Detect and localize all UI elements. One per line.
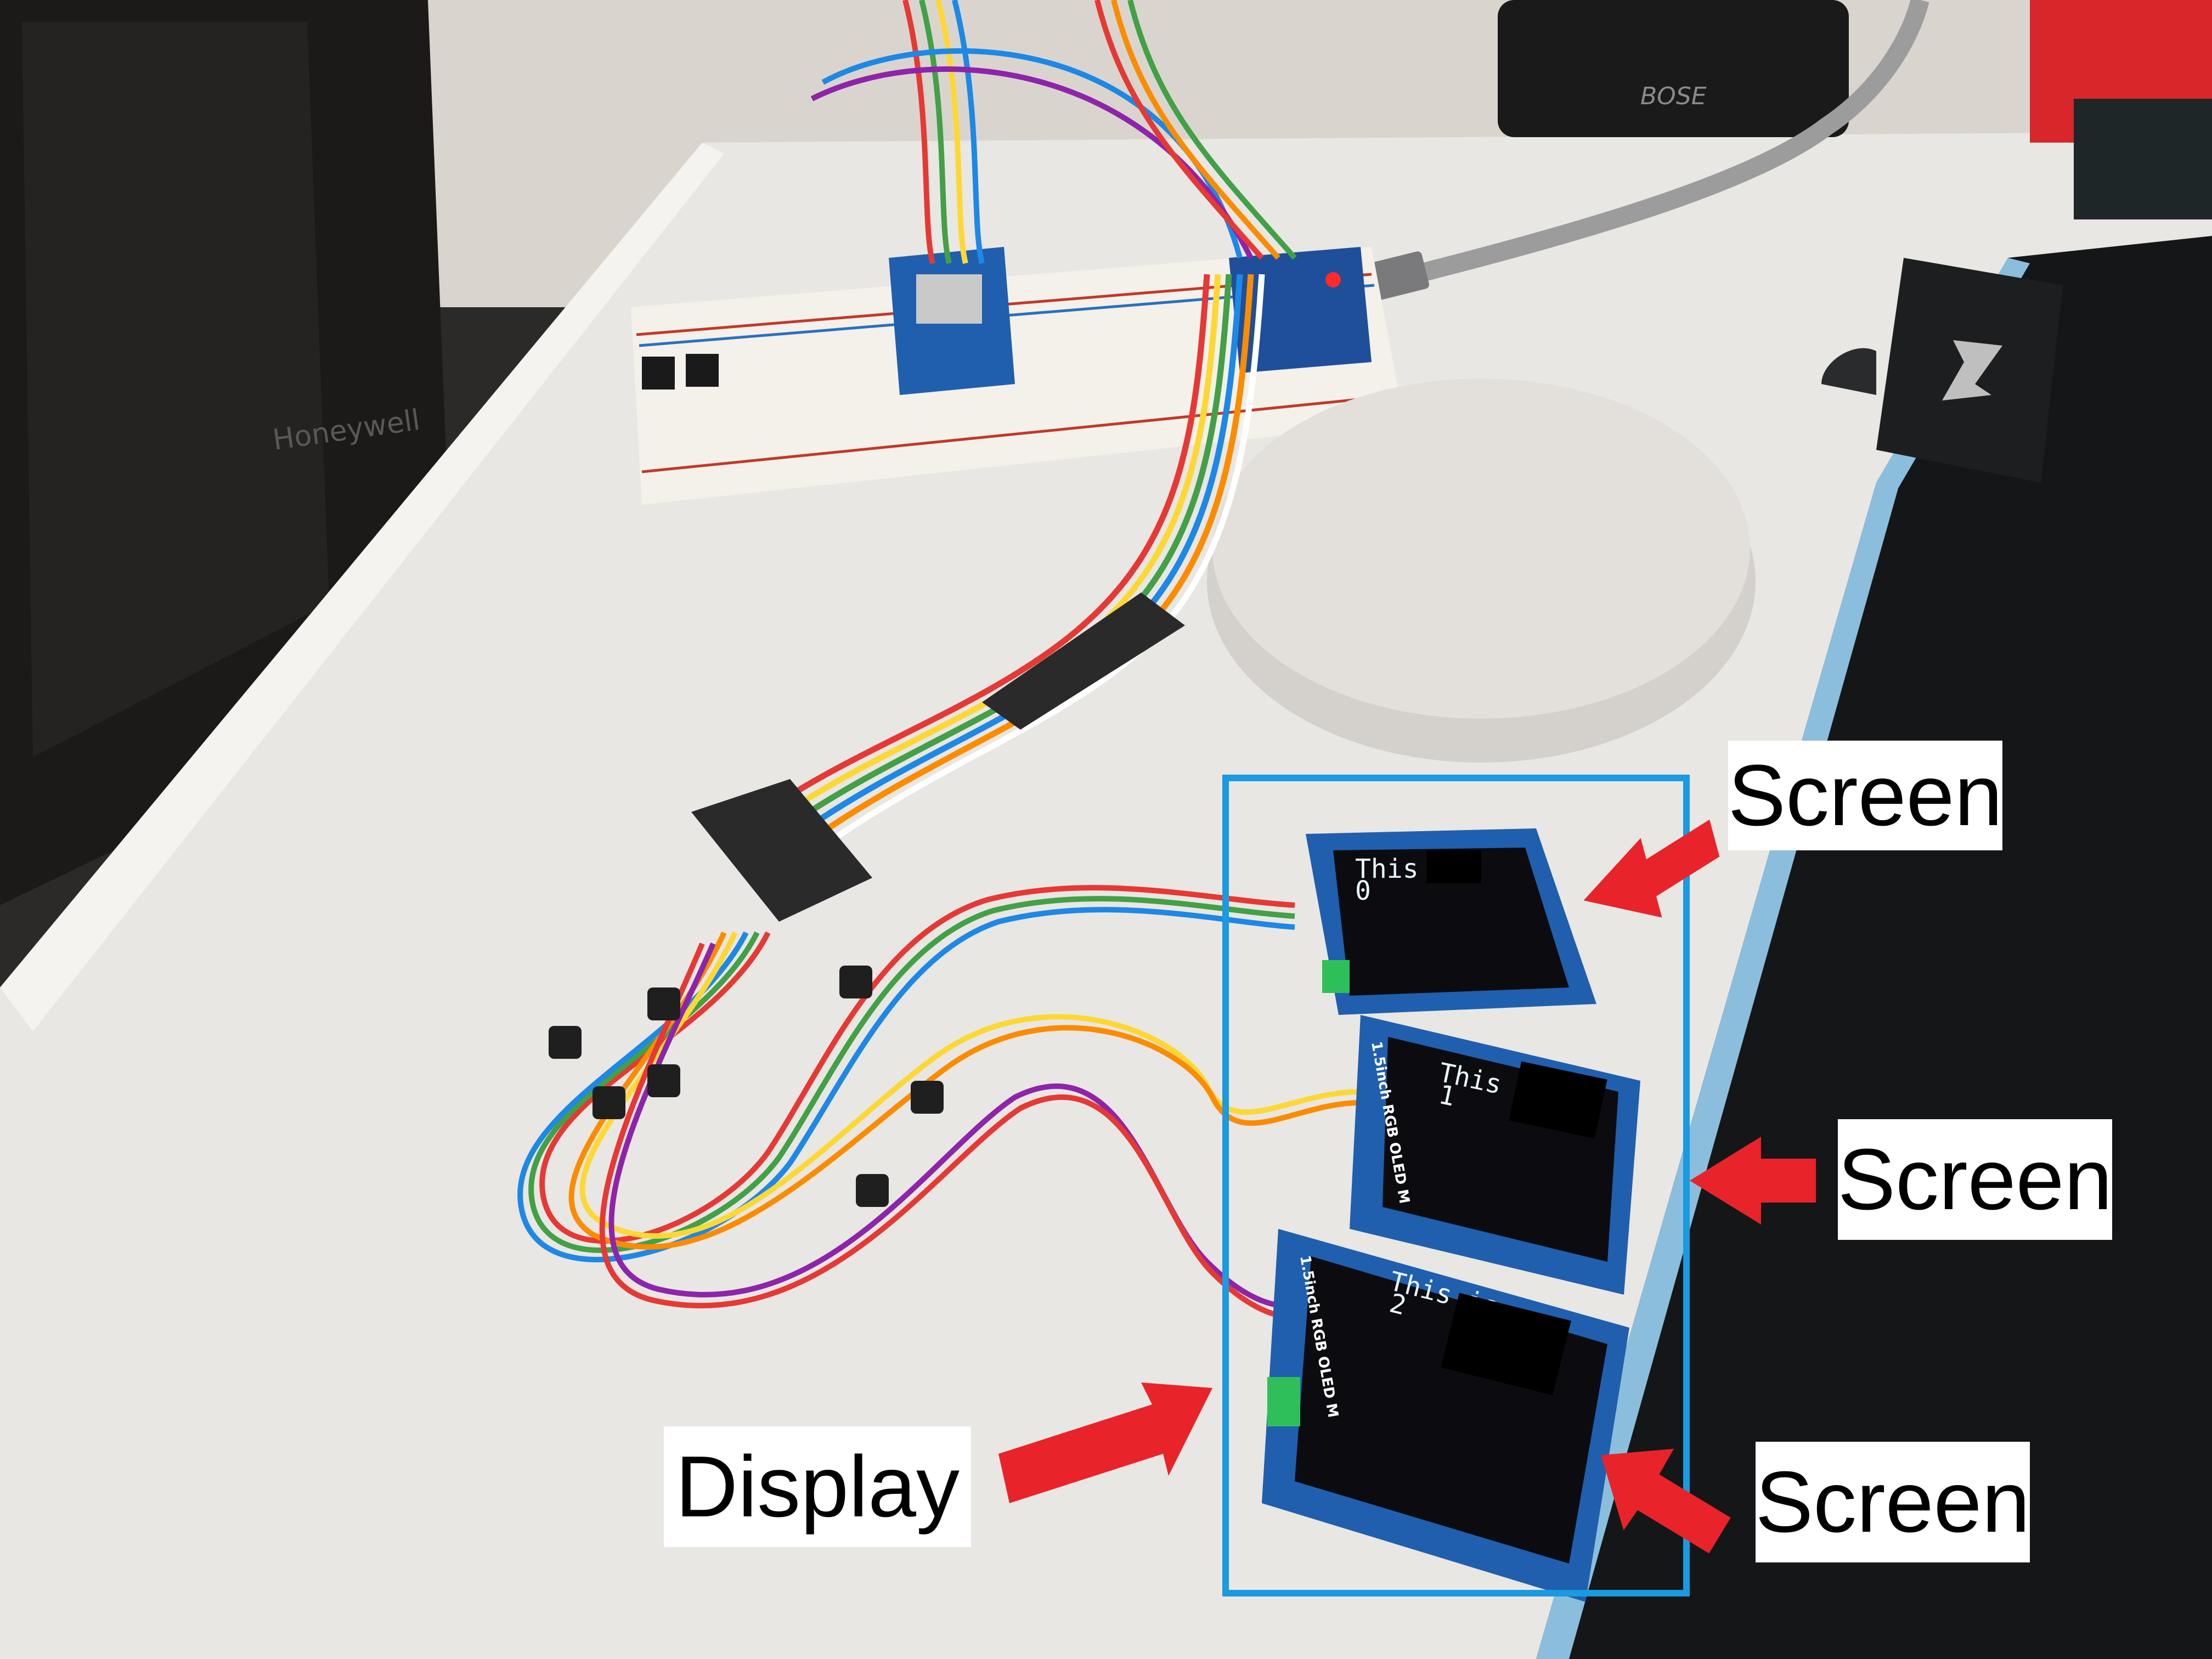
- chip-1: [642, 357, 675, 390]
- oled-module-0: This is 0: [1306, 828, 1596, 1015]
- arrow-display-icon: [998, 1383, 1212, 1503]
- led-strip: [1536, 258, 2030, 1659]
- desk-edge-highlight: [0, 143, 724, 1031]
- cable-clips: [549, 966, 944, 1207]
- heat-shrink-tube: [982, 592, 1185, 730]
- screen-label-0: Screen: [1728, 741, 2002, 850]
- connector-block: [691, 779, 872, 922]
- arrow-screen-2-icon: [1601, 1448, 1731, 1554]
- display-highlight-box: [1222, 775, 1690, 1596]
- mousepad: [1536, 236, 2212, 1659]
- oled-module-2: 1.5inch RGB OLED M This is 2: [1262, 1229, 1629, 1602]
- power-led-icon: [1325, 272, 1341, 287]
- speaker: [1498, 0, 1849, 137]
- display-label: Display: [664, 1426, 971, 1547]
- receiver-logo-icon: [1942, 340, 2002, 400]
- redaction-0: [1426, 850, 1481, 883]
- heater-grille: [22, 22, 329, 757]
- screen-label-2: Screen: [1756, 1442, 2030, 1562]
- annotation-arrows: [998, 819, 1816, 1554]
- sd-card-slot: [916, 274, 982, 324]
- screen-label-1: Screen: [1838, 1119, 2112, 1240]
- breadboard-rail-red-lower: [641, 393, 1402, 473]
- arrow-screen-0-icon: [1583, 819, 1720, 918]
- redaction-2: [1441, 1293, 1571, 1396]
- oled-module-1: 1.5inch RGB OLED M This is 1: [1350, 1015, 1640, 1295]
- dark-device: [2074, 99, 2212, 219]
- screen-0-line2: 0: [1355, 876, 1371, 906]
- oled-screen-0: [1333, 848, 1569, 996]
- chip-2: [686, 354, 719, 387]
- arrow-screen-1-icon: [1690, 1137, 1816, 1224]
- wire-bundle-top: [810, 0, 1297, 264]
- redaction-1: [1509, 1061, 1607, 1139]
- receiver-cable: [1821, 348, 1876, 395]
- speaker-brand-text: BOSE: [1640, 82, 1707, 110]
- marble-coaster: [1212, 379, 1750, 719]
- usb-cable: [1391, 0, 1929, 289]
